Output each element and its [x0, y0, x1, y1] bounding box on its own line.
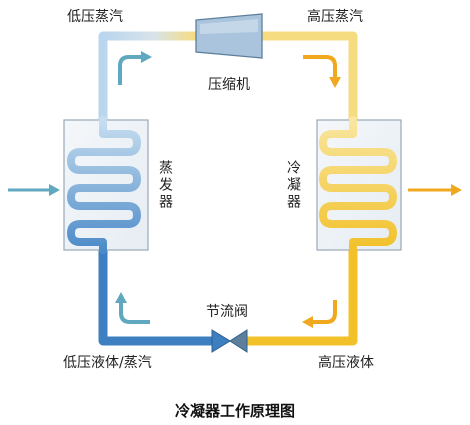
flow-arrow-top-left — [118, 51, 152, 85]
flow-arrow-top-right — [303, 55, 341, 88]
diagram-title: 冷凝器工作原理图 — [174, 402, 295, 420]
evaporator-box — [63, 116, 149, 254]
pipe-left-bottom — [98, 250, 212, 346]
flow-arrow-bottom-left — [115, 292, 150, 324]
label-low-pressure-vapor: 低压蒸汽 — [67, 9, 123, 25]
label-high-pressure-liquid: 高压液体 — [318, 355, 374, 371]
condenser-box — [316, 116, 402, 254]
label-condenser: 冷凝器 — [285, 160, 301, 211]
label-low-pressure-liquid-vapor: 低压液体/蒸汽 — [63, 355, 152, 371]
pipe-right-bottom — [247, 250, 358, 346]
flow-arrow-bottom-right — [302, 300, 337, 328]
outlet-arrow — [408, 184, 462, 196]
pipe-left-top — [98, 31, 196, 120]
label-compressor: 压缩机 — [208, 77, 250, 93]
label-expansion-valve: 节流阀 — [206, 304, 248, 320]
label-high-pressure-vapor: 高压蒸汽 — [307, 9, 363, 25]
pipe-right-top — [262, 31, 358, 120]
expansion-valve-icon — [211, 329, 248, 353]
inlet-arrow — [8, 184, 60, 196]
compressor-icon — [195, 13, 263, 59]
label-evaporator: 蒸发器 — [157, 160, 173, 211]
